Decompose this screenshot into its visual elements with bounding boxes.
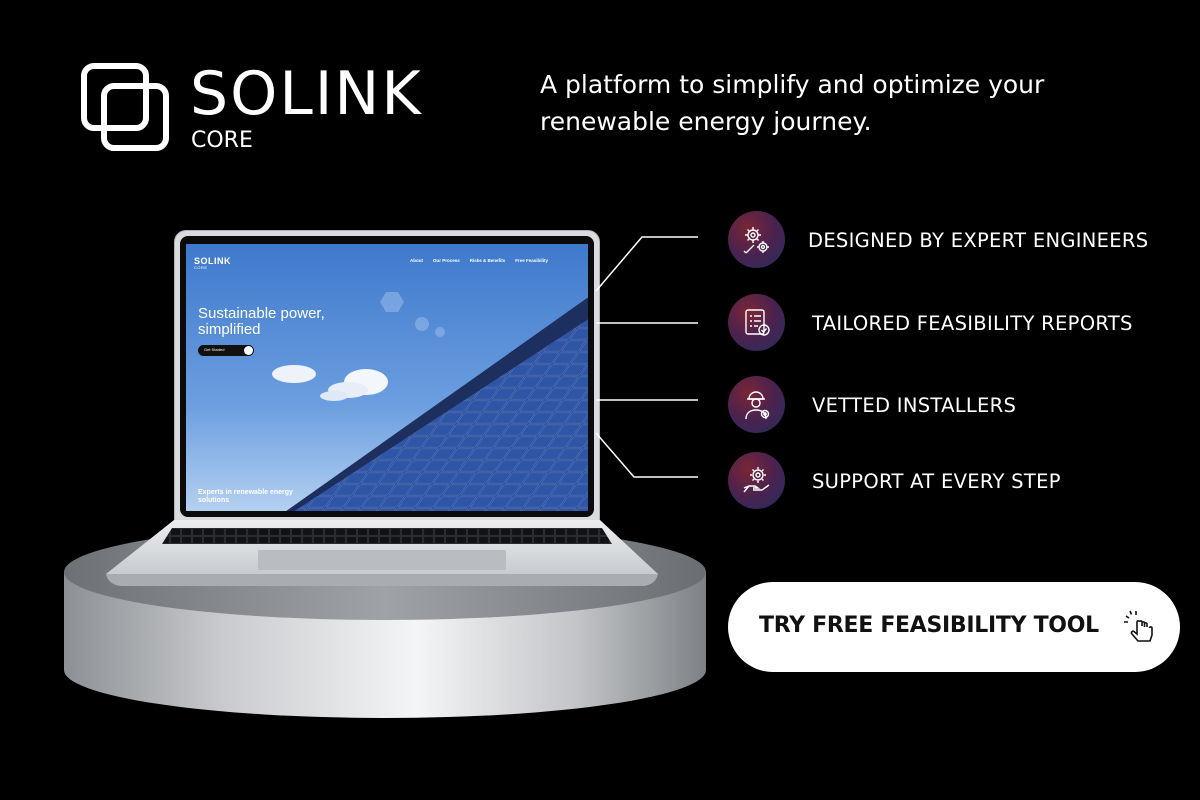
feature-vetted-installers: VETTED INSTALLERS [728,376,1168,434]
feature-label: DESIGNED BY EXPERT ENGINEERS [808,229,1149,252]
solar-panels-image [186,244,588,511]
report-checklist-icon [728,294,785,351]
gears-wrench-icon [728,211,785,268]
screen-nav-risks: Risks & Benefits [469,258,506,263]
screen-nav-process: Our Process [432,258,460,263]
feature-expert-engineers: DESIGNED BY EXPERT ENGINEERS [728,211,1168,269]
screen-nav-links: About Our Process Risks & Benefits Free … [410,258,548,263]
screen-footer-text: Experts in renewable energy solutions [198,489,293,504]
try-feasibility-tool-button[interactable]: TRY FREE FEASIBILITY TOOL [728,582,1180,672]
hand-gear-icon [728,452,785,509]
laptop-keyboard-base [106,520,658,586]
pointer-click-icon [1124,610,1153,642]
installer-worker-icon [728,376,785,433]
screen-cta-arrow-icon [244,346,253,355]
tagline: A platform to simplify and optimize your… [540,70,1045,136]
screen-cta: Get Started [198,345,254,356]
brand-name: SOLINK [190,59,423,129]
logo-squares-icon [81,63,169,151]
brand-sub: CORE [191,128,253,153]
feature-label: SUPPORT AT EVERY STEP [812,470,1061,493]
screen-hero-title: Sustainable power, simplified [198,305,325,338]
cta-label: TRY FREE FEASIBILITY TOOL [759,613,1099,638]
callout-lines [595,236,698,478]
feature-feasibility-reports: TAILORED FEASIBILITY REPORTS [728,294,1168,352]
feature-label: VETTED INSTALLERS [812,394,1017,417]
screen-nav-feasibility: Free Feasibility [515,258,548,263]
screen-nav-about: About [409,258,423,263]
feature-support: SUPPORT AT EVERY STEP [728,452,1168,510]
feature-label: TAILORED FEASIBILITY REPORTS [812,312,1133,335]
brand-logo: SOLINK CORE [80,62,460,162]
